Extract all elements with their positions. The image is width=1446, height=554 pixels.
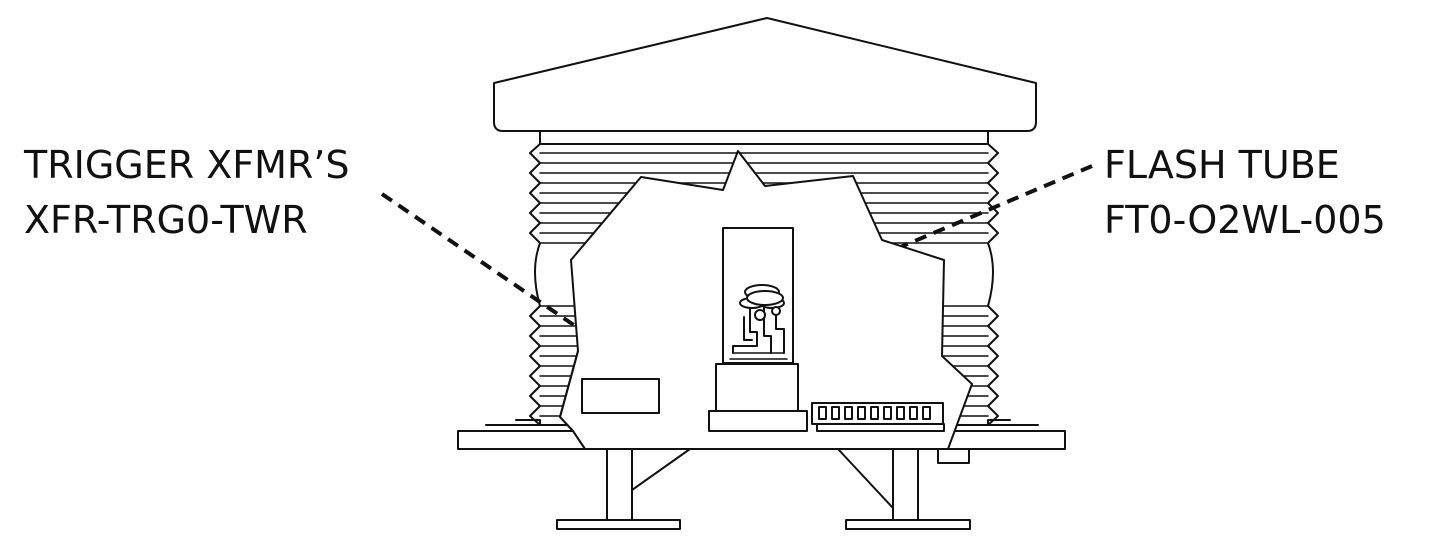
terminal-block (811, 402, 945, 432)
flash-label-line1: FLASH TUBE (1104, 143, 1340, 187)
flash-label-line2: FT0-O2WL-005 (1104, 198, 1386, 242)
trigger-transformer-callout: TRIGGER XFMR’S XFR-TRG0-TWR (23, 143, 624, 360)
flash-tube-callout: FLASH TUBE FT0-O2WL-005 (805, 143, 1386, 289)
beacon-roof (493, 17, 1037, 145)
trigger-label-line1: TRIGGER XFMR’S (23, 143, 350, 187)
center-pedestal (708, 363, 808, 432)
flash-leader-line (805, 164, 1093, 289)
trigger-transformer-box (581, 378, 660, 414)
trigger-label-line2: XFR-TRG0-TWR (24, 198, 308, 242)
flash-tube-assembly (722, 227, 794, 365)
